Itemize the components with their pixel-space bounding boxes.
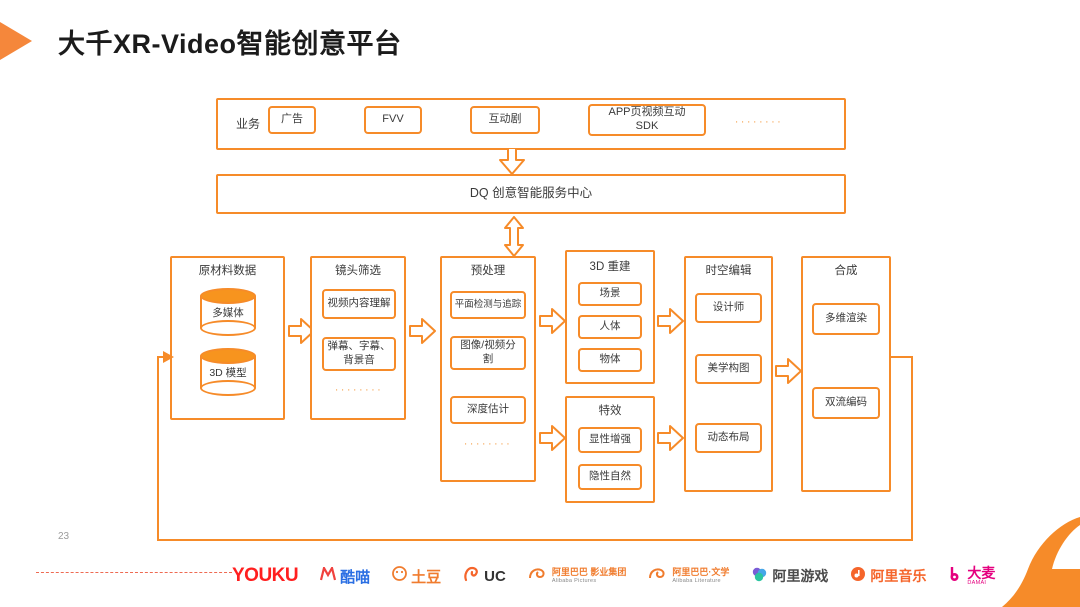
node-multi-dimensional-rendering[interactable]: 多维渲染: [812, 303, 880, 335]
feedback-loop-segment-right: [911, 356, 913, 541]
logo-youku: YOUKU: [232, 565, 299, 587]
damai-mark-icon: [948, 566, 963, 587]
arrow-preprocess-to-3d-reconstruction: [539, 308, 566, 334]
business-item-app-video-sdk[interactable]: APP页视频互动 SDK: [588, 104, 706, 136]
logo-ali-music-text: 阿里音乐: [870, 568, 927, 584]
cylinder-label-multimedia: 多媒体: [212, 306, 244, 319]
node-explicit-enhancement[interactable]: 显性增强: [578, 427, 642, 453]
logo-uc-text: UC: [484, 567, 506, 585]
node-implicit-natural[interactable]: 隐性自然: [578, 464, 642, 490]
feedback-loop-segment-bottom: [157, 539, 913, 541]
service-center-label: DQ 创意智能服务中心: [469, 186, 593, 201]
service-center-container: [216, 174, 846, 214]
kumiao-mark-icon: [320, 564, 337, 586]
business-layer-label: 业务: [235, 116, 260, 131]
logo-alibaba-literature-sub: Alibaba Literature: [672, 577, 721, 584]
logo-kumiao: 酷喵: [320, 564, 371, 587]
cylinder-top: [200, 348, 256, 364]
node-image-video-segmentation[interactable]: 图像/视频分 割: [450, 336, 526, 370]
logo-alibaba-pictures: 阿里巴巴 影业集团 Alibaba Pictures: [528, 566, 627, 587]
logo-tudou-text: 土豆: [411, 568, 442, 586]
arrow-raw-material-to-shot-selection: [288, 318, 315, 344]
cylinder-multimedia[interactable]: 多媒体: [200, 288, 256, 336]
cylinder-bottom: [200, 320, 256, 336]
logo-alibaba-literature: 阿里巴巴·文学 Alibaba Literature: [648, 566, 729, 587]
ali-music-mark-icon: [850, 566, 866, 587]
shot-selection-ellipsis: ········: [334, 384, 384, 396]
feedback-loop-segment-top-right: [891, 356, 913, 358]
logo-damai-sub: DAMAI: [967, 579, 987, 586]
business-ellipsis: ········: [734, 116, 784, 128]
column-title-shot-selection: 镜头筛选: [335, 265, 381, 277]
business-item-fvv[interactable]: FVV: [364, 106, 422, 134]
arrow-preprocess-to-effects: [539, 425, 566, 451]
preprocessing-ellipsis: ········: [463, 438, 513, 450]
logo-ali-games-text: 阿里游戏: [772, 568, 829, 584]
logo-ali-music: 阿里音乐: [850, 566, 926, 587]
cylinder-bottom: [200, 380, 256, 396]
corner-swoosh-decoration: [910, 517, 1080, 607]
node-scene[interactable]: 场景: [578, 282, 642, 306]
uc-squirrel-icon: [463, 566, 480, 587]
ali-games-mark-icon: [751, 566, 768, 587]
arrow-bidirectional-service-pipeline: [504, 216, 524, 257]
column-title-spatiotemporal-edit: 时空编辑: [705, 265, 752, 277]
partner-logo-bar: YOUKU 酷喵 土豆 UC 阿里巴巴 影业集团: [232, 560, 1052, 592]
arrow-effects-to-spatiotemporal-edit: [657, 425, 684, 451]
node-aesthetic-composition[interactable]: 美学构图: [695, 354, 762, 384]
node-dynamic-layout[interactable]: 动态布局: [695, 423, 762, 453]
logo-damai-text: 大麦: [967, 564, 996, 581]
cylinder-3d-model[interactable]: 3D 模型: [200, 348, 256, 396]
logo-youku-text: YOUKU: [232, 565, 299, 586]
feedback-loop-segment-left: [157, 356, 159, 541]
node-dual-stream-encoding[interactable]: 双流编码: [812, 387, 880, 419]
arrow-shot-selection-to-preprocess: [409, 318, 436, 344]
node-depth-estimation[interactable]: 深度估计: [450, 396, 526, 424]
cylinder-top: [200, 288, 256, 304]
node-designer[interactable]: 设计师: [695, 293, 762, 323]
pipeline-column-synthesis: [801, 256, 891, 492]
pipeline-column-raw-material: [170, 256, 285, 420]
arrow-3d-reconstruction-to-spatiotemporal-edit: [657, 308, 684, 334]
business-item-ad[interactable]: 广告: [268, 106, 316, 134]
title-triangle-icon: [0, 22, 32, 60]
logo-uc: UC: [463, 566, 506, 587]
node-danmaku-subtitle-bgm[interactable]: 弹幕、字幕、 背景音: [322, 337, 396, 371]
footer-dashed-divider: [36, 572, 232, 573]
node-plane-detection-tracking[interactable]: 平面检测与追踪: [450, 291, 526, 319]
cylinder-label-3d-model: 3D 模型: [209, 366, 247, 379]
page-number: 23: [58, 531, 70, 542]
column-title-3d-reconstruction: 3D 重建: [589, 261, 631, 273]
logo-ali-games: 阿里游戏: [751, 566, 828, 587]
page-title: 大千XR-Video智能创意平台: [58, 29, 402, 59]
feedback-loop-arrowhead-icon: [163, 351, 174, 363]
logo-alibaba-pictures-text: 阿里巴巴 影业集团: [551, 567, 627, 578]
column-title-synthesis: 合成: [834, 265, 858, 277]
logo-alibaba-pictures-sub: Alibaba Pictures: [551, 577, 597, 584]
alibaba-mark-icon: [648, 566, 668, 587]
logo-alibaba-literature-text: 阿里巴巴·文学: [672, 567, 730, 578]
alibaba-mark-icon: [528, 566, 548, 587]
node-human-body[interactable]: 人体: [578, 315, 642, 339]
column-title-raw-material: 原材料数据: [198, 265, 257, 277]
logo-tudou: 土豆: [392, 566, 441, 587]
node-video-content-understanding[interactable]: 视频内容理解: [322, 289, 396, 319]
column-title-preprocessing: 预处理: [470, 265, 506, 277]
logo-kumiao-text: 酷喵: [340, 568, 371, 586]
logo-damai: 大麦 DAMAI: [948, 566, 995, 587]
arrow-down-to-service-center: [499, 148, 525, 175]
arrow-spatiotemporal-edit-to-synthesis: [775, 358, 802, 384]
column-title-effects: 特效: [598, 405, 622, 417]
tudou-mark-icon: [392, 566, 408, 586]
node-object[interactable]: 物体: [578, 348, 642, 372]
business-item-interactive-drama[interactable]: 互动剧: [470, 106, 540, 134]
